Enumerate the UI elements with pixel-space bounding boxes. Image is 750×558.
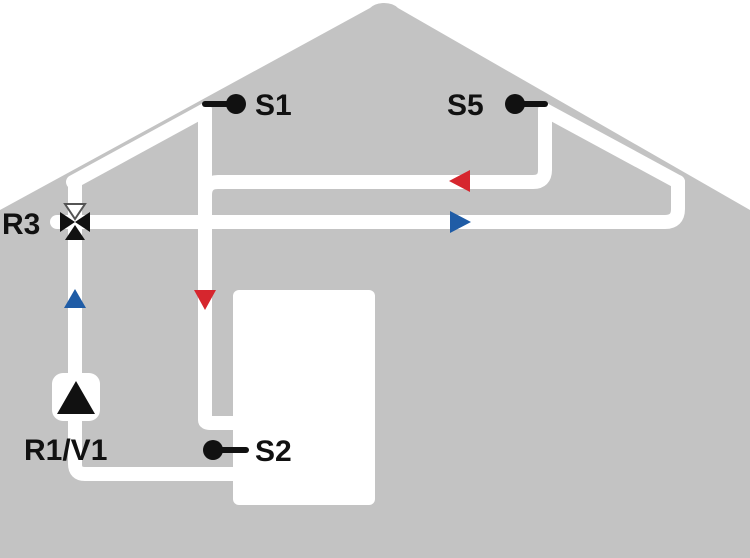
return-pipe-upper bbox=[198, 103, 552, 202]
sensor-probe-icon bbox=[203, 440, 223, 460]
sensor-s5 bbox=[505, 94, 548, 114]
circulation-pump-icon bbox=[52, 373, 100, 421]
flow-direction-arrow-icon bbox=[450, 211, 471, 233]
left-collector bbox=[66, 103, 212, 189]
label-r3: R3 bbox=[2, 208, 40, 241]
sensor-probe-icon bbox=[226, 94, 246, 114]
valve-bottom-wing bbox=[65, 225, 85, 240]
collector-group bbox=[66, 103, 685, 189]
valve-left-wing bbox=[60, 212, 75, 232]
three-way-valve-icon bbox=[60, 203, 90, 240]
label-s2: S2 bbox=[255, 435, 292, 468]
flow-direction-arrow-icon bbox=[194, 290, 216, 310]
house-outline bbox=[0, 3, 750, 558]
valve-top-wing bbox=[63, 203, 87, 221]
flow-direction-arrow-icon bbox=[449, 170, 470, 192]
sensor-probe-icon bbox=[505, 94, 525, 114]
right-collector bbox=[538, 103, 685, 189]
tank-coil bbox=[226, 416, 339, 481]
flow-direction-arrow-icon bbox=[64, 289, 86, 308]
valve-right-wing bbox=[75, 212, 90, 232]
label-r1v1: R1/V1 bbox=[24, 434, 107, 467]
tank-coil-group bbox=[226, 416, 339, 481]
sensor-s2 bbox=[203, 440, 249, 460]
storage-tank bbox=[233, 290, 375, 505]
label-s1: S1 bbox=[255, 89, 292, 122]
label-s5: S5 bbox=[447, 89, 484, 122]
sensor-s1 bbox=[202, 94, 246, 114]
r3-pipe bbox=[68, 175, 685, 229]
pump-triangle bbox=[57, 381, 95, 414]
